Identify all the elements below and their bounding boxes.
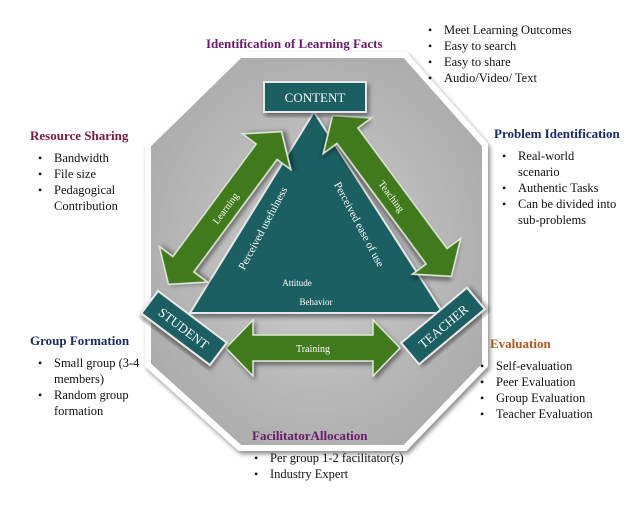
problem-identification-title: Problem Identification: [494, 126, 620, 141]
group-formation-block: Group Formation Small group (3-4 members…: [30, 333, 170, 419]
behavior-text: Behavior: [300, 297, 333, 307]
list-item: Peer Evaluation: [476, 374, 630, 390]
group-formation-list: Small group (3-4 members) Random group f…: [34, 355, 170, 419]
list-item: Industry Expert: [250, 466, 452, 482]
training-arrow: Training: [224, 318, 402, 378]
training-label: Training: [296, 344, 330, 355]
center-triangle: [188, 110, 445, 314]
list-item: Easy to share: [424, 54, 572, 70]
list-item: Pedagogical Contribution: [34, 182, 146, 214]
evaluation-block: Evaluation Self-evaluation Peer Evaluati…: [480, 336, 630, 422]
identification-title: Identification of Learning Facts: [206, 36, 383, 51]
list-item: Real-world scenario: [498, 148, 598, 180]
list-item: Small group (3-4 members): [34, 355, 146, 387]
facilitator-allocation-title: FacilitatorAllocation: [252, 428, 368, 443]
identification-list: Meet Learning Outcomes Easy to search Ea…: [424, 22, 572, 86]
list-item: Bandwidth: [34, 150, 165, 166]
attitude-text: Attitude: [282, 278, 312, 288]
content-label: CONTENT: [285, 90, 346, 105]
facilitator-allocation-block: FacilitatorAllocation Per group 1-2 faci…: [252, 428, 452, 482]
evaluation-title: Evaluation: [490, 336, 551, 351]
problem-identification-block: Problem Identification Real-world scenar…: [494, 126, 634, 228]
list-item: Audio/Video/ Text: [424, 70, 572, 86]
list-item: Teacher Evaluation: [476, 406, 630, 422]
identification-block: Identification of Learning Facts: [206, 36, 383, 56]
problem-identification-list: Real-world scenario Authentic Tasks Can …: [498, 148, 634, 228]
identification-list-block: Meet Learning Outcomes Easy to search Ea…: [424, 22, 572, 86]
facilitator-allocation-list: Per group 1-2 facilitator(s) Industry Ex…: [250, 450, 452, 482]
list-item: Authentic Tasks: [498, 180, 634, 196]
list-item: Group Evaluation: [476, 390, 630, 406]
content-box: CONTENT: [263, 81, 367, 113]
learning-arrow: Learning: [158, 130, 292, 286]
list-item: File size: [34, 166, 165, 182]
resource-sharing-list: Bandwidth File size Pedagogical Contribu…: [34, 150, 165, 214]
list-item: Random group formation: [34, 387, 140, 419]
list-item: Per group 1-2 facilitator(s): [250, 450, 452, 466]
list-item: Self-evaluation: [476, 358, 630, 374]
group-formation-title: Group Formation: [30, 333, 130, 348]
list-item: Easy to search: [424, 38, 572, 54]
resource-sharing-title: Resource Sharing: [30, 128, 129, 143]
list-item: Meet Learning Outcomes: [424, 22, 572, 38]
list-item: Can be divided into sub-problems: [498, 196, 630, 228]
resource-sharing-block: Resource Sharing Bandwidth File size Ped…: [30, 128, 165, 214]
evaluation-list: Self-evaluation Peer Evaluation Group Ev…: [476, 358, 630, 422]
